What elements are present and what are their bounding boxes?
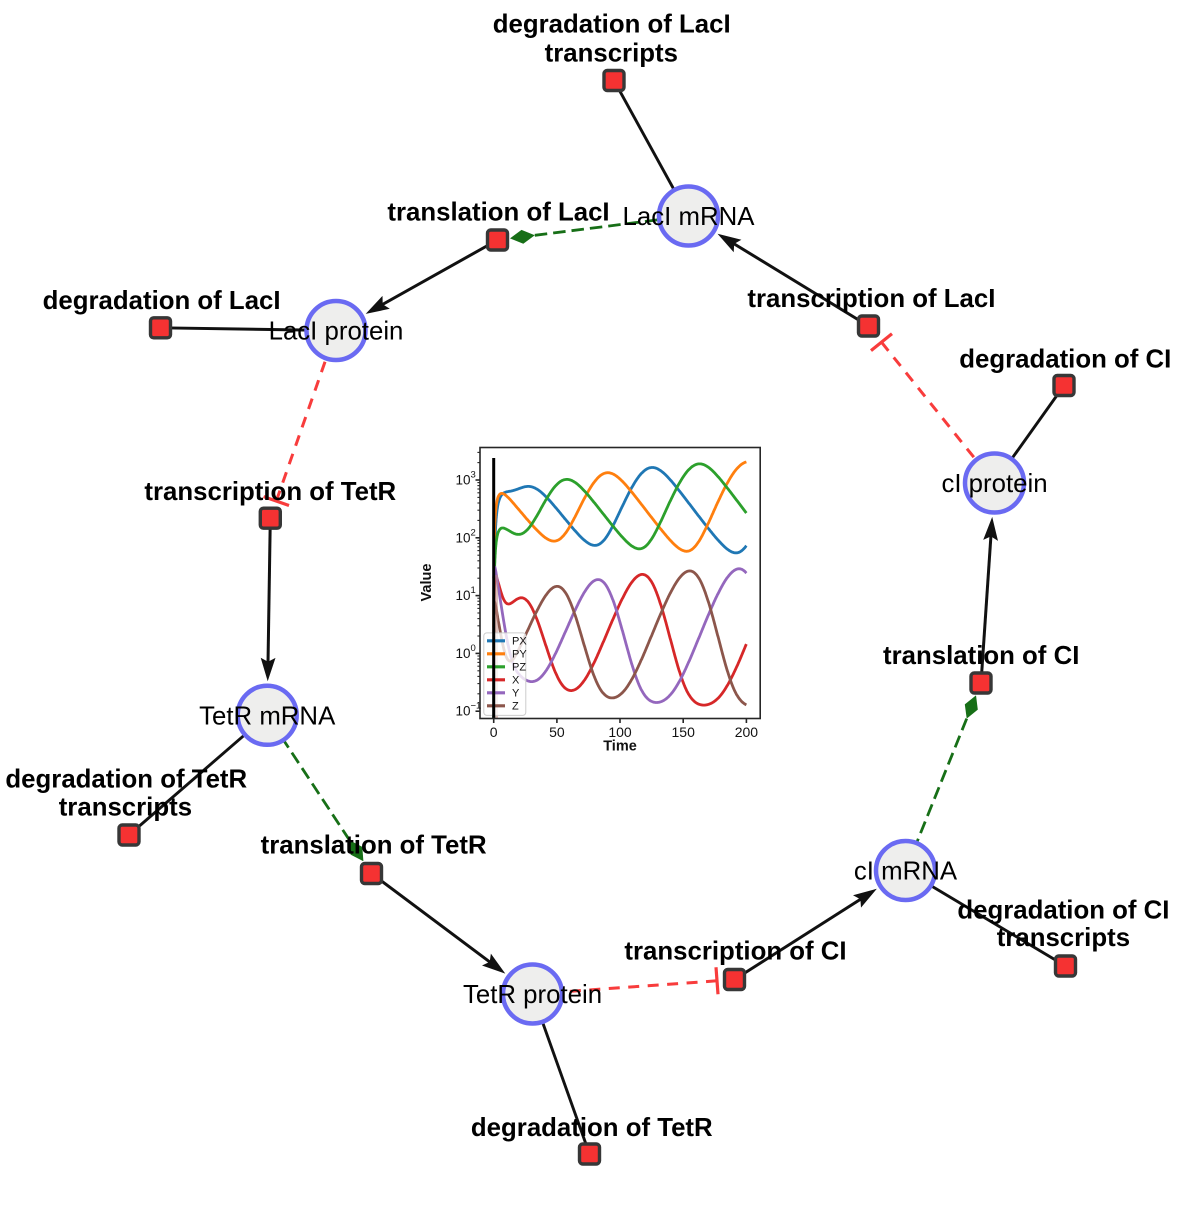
svg-text:3: 3 <box>471 470 476 481</box>
svg-text:TetR mRNA: TetR mRNA <box>199 702 336 730</box>
svg-text:TetR protein: TetR protein <box>463 981 602 1009</box>
svg-text:Y: Y <box>512 688 520 700</box>
svg-text:transcription of CI: transcription of CI <box>624 937 846 965</box>
svg-text:Value: Value <box>419 564 435 602</box>
svg-text:2: 2 <box>471 527 476 538</box>
svg-text:X: X <box>512 675 520 687</box>
svg-text:transcripts: transcripts <box>997 924 1130 952</box>
svg-text:LacI protein: LacI protein <box>269 318 404 346</box>
svg-text:50: 50 <box>549 724 565 740</box>
svg-text:translation of TetR: translation of TetR <box>261 832 487 860</box>
svg-text:degradation of TetR: degradation of TetR <box>5 766 247 794</box>
svg-text:150: 150 <box>672 724 696 740</box>
svg-text:degradation of LacI: degradation of LacI <box>43 287 281 315</box>
svg-text:PY: PY <box>512 649 527 661</box>
svg-text:−1: −1 <box>471 701 482 712</box>
svg-text:10: 10 <box>455 646 470 661</box>
svg-text:0: 0 <box>490 724 498 740</box>
svg-text:cI mRNA: cI mRNA <box>854 858 958 886</box>
svg-text:0: 0 <box>471 643 476 654</box>
svg-text:degradation of CI: degradation of CI <box>959 346 1171 374</box>
svg-text:translation of LacI: translation of LacI <box>387 199 609 227</box>
svg-text:transcripts: transcripts <box>545 40 678 68</box>
svg-text:degradation of CI: degradation of CI <box>957 897 1169 925</box>
svg-text:10: 10 <box>455 473 470 488</box>
svg-text:transcription of LacI: transcription of LacI <box>747 285 995 313</box>
svg-text:PX: PX <box>512 636 527 648</box>
svg-text:translation of CI: translation of CI <box>883 642 1079 670</box>
svg-text:100: 100 <box>608 724 632 740</box>
svg-text:1: 1 <box>471 585 476 596</box>
svg-text:10: 10 <box>455 588 470 603</box>
svg-text:transcription of TetR: transcription of TetR <box>144 478 396 506</box>
svg-text:10: 10 <box>455 530 470 545</box>
svg-text:LacI mRNA: LacI mRNA <box>623 203 756 231</box>
svg-text:200: 200 <box>735 724 759 740</box>
svg-text:Time: Time <box>603 739 637 755</box>
svg-text:cI protein: cI protein <box>941 470 1047 498</box>
svg-text:transcripts: transcripts <box>59 794 192 822</box>
svg-text:degradation of LacI: degradation of LacI <box>493 11 731 39</box>
svg-text:PZ: PZ <box>512 662 526 674</box>
svg-text:10: 10 <box>455 704 470 719</box>
svg-text:degradation of TetR: degradation of TetR <box>471 1114 713 1142</box>
svg-text:Z: Z <box>512 701 519 713</box>
